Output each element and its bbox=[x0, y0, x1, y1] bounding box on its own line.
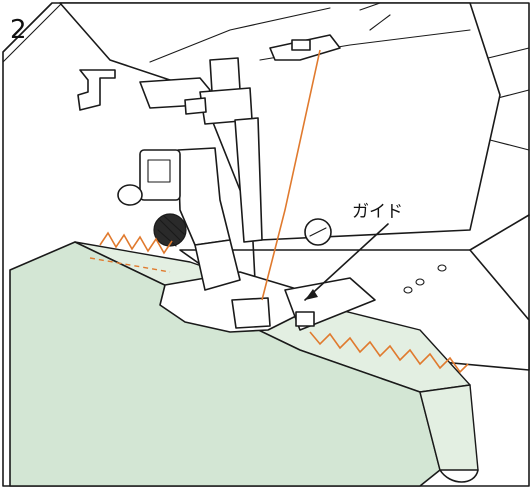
foot-shank bbox=[194, 239, 241, 291]
needle-shaft bbox=[234, 117, 263, 243]
needle-bar bbox=[209, 57, 241, 93]
thumb-screw-ridges bbox=[157, 215, 185, 247]
plate-screw-2 bbox=[437, 264, 447, 272]
foot-toe bbox=[231, 297, 271, 329]
thread-guide-slot bbox=[291, 39, 311, 51]
guide-callout-leader bbox=[304, 223, 389, 301]
guide-callout-label: ガイド bbox=[352, 202, 403, 222]
machine-head bbox=[59, 2, 501, 241]
plate-screw-1 bbox=[415, 278, 425, 286]
needle-screw-slot bbox=[309, 227, 327, 237]
foot-holder-window bbox=[147, 159, 171, 183]
lever-left bbox=[77, 69, 116, 111]
straight-stitch-back bbox=[89, 257, 171, 273]
head-slot bbox=[359, 2, 391, 31]
foot-guide-tab bbox=[295, 311, 315, 327]
foot-holder-block bbox=[139, 149, 181, 201]
side-knob bbox=[117, 184, 143, 206]
bed-right-edge bbox=[469, 214, 530, 251]
zigzag-stitch-back bbox=[99, 231, 173, 255]
step-tab bbox=[2, 2, 63, 63]
plate-screw-3 bbox=[403, 286, 413, 294]
needle-clamp-screw bbox=[184, 97, 207, 115]
guide-callout-arrowhead bbox=[305, 289, 318, 300]
fabric-fold-curl bbox=[439, 469, 479, 483]
step-number: 2 bbox=[10, 15, 27, 45]
zigzag-stitch-front bbox=[309, 331, 469, 374]
upper-thread bbox=[261, 49, 321, 301]
